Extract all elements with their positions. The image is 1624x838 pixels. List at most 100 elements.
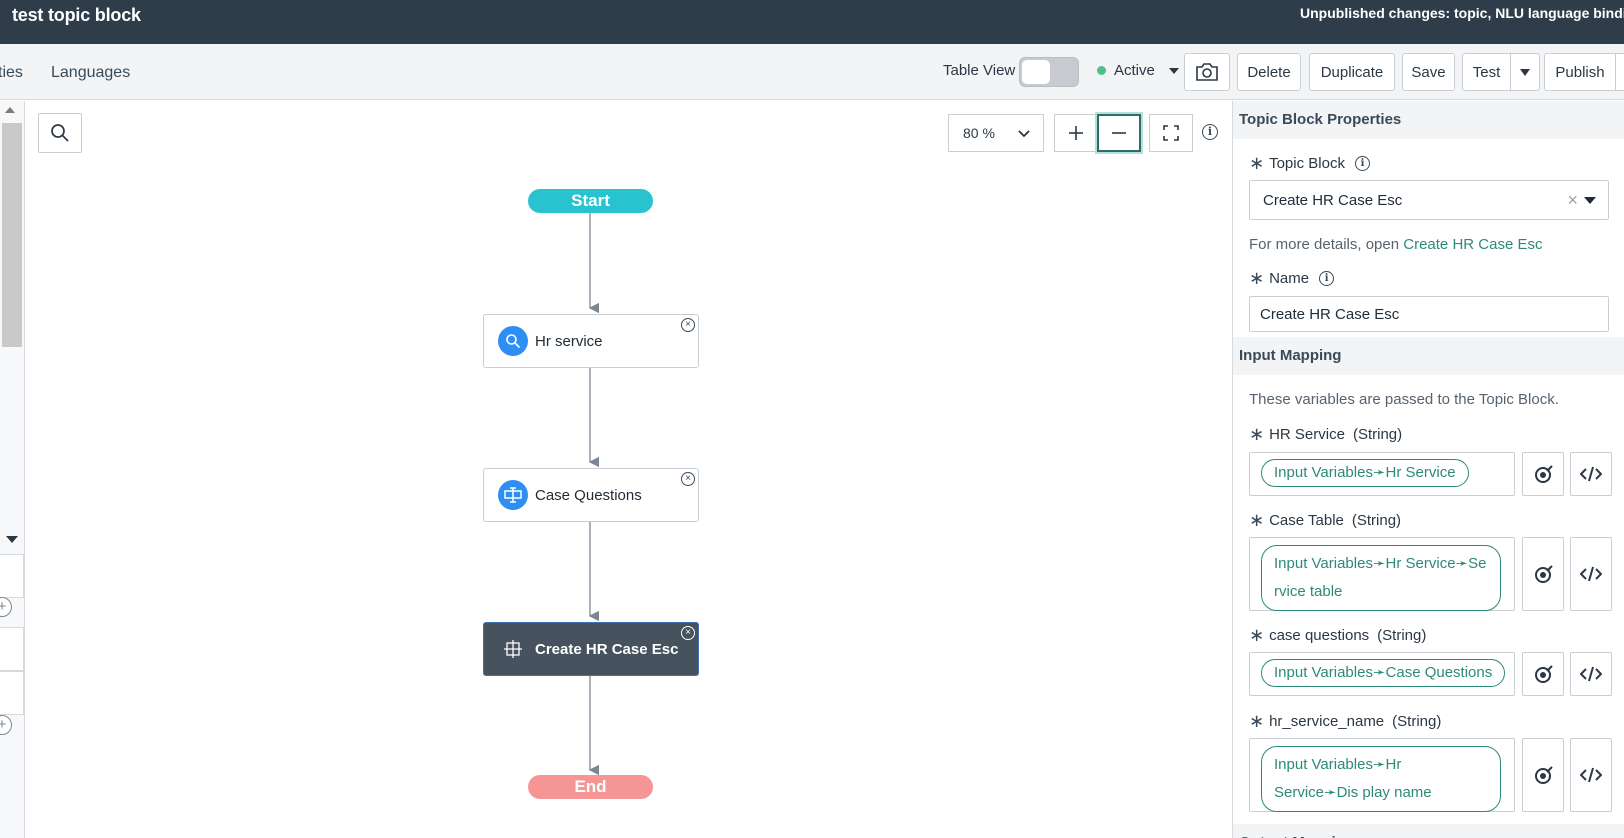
code-icon [1580,767,1602,783]
close-circle-icon[interactable]: × [681,472,695,486]
node-create-hr-case-esc[interactable]: Create HR Case Esc × [483,622,699,676]
data-binding-button[interactable] [1522,452,1564,496]
panel-title: Topic Block Properties [1233,101,1624,139]
data-binding-button[interactable] [1522,537,1564,611]
test-options-button[interactable] [1510,53,1540,91]
data-binding-icon [1535,465,1553,483]
status-dropdown[interactable]: Active [1097,62,1179,79]
caret-down-icon[interactable] [1584,197,1596,204]
script-button[interactable] [1570,652,1612,696]
code-icon [1580,666,1602,682]
table-view-toggle[interactable] [1019,57,1079,87]
tab-languages[interactable]: Languages [51,64,131,81]
page-title: test topic block [12,5,141,25]
table-icon [498,634,528,664]
duplicate-button[interactable]: Duplicate [1309,53,1395,91]
info-icon[interactable]: i [1202,124,1218,140]
topic-block-select[interactable]: Create HR Case Esc × [1249,180,1609,220]
data-binding-icon [1535,766,1553,784]
script-button[interactable] [1570,537,1612,611]
toolbar: ties Languages Table View Active Delete … [0,44,1624,100]
canvas-search-button[interactable] [38,113,82,153]
node-label: Create HR Case Esc [535,640,679,658]
data-binding-button[interactable] [1522,652,1564,696]
topic-block-value: Create HR Case Esc [1263,191,1403,209]
publish-button[interactable]: Publish [1544,53,1616,91]
table-view-label: Table View [943,62,1016,79]
search-icon [51,124,69,142]
scroll-up-icon[interactable] [5,107,15,113]
chevron-down-icon [1018,130,1030,138]
mapping-value-box[interactable]: Input Variables➛Hr Service➛Se rvice tabl… [1249,537,1515,611]
fullscreen-icon [1163,125,1179,141]
node-label: Case Questions [535,486,642,504]
mapping-value-box[interactable]: Input Variables➛Hr Service➛Dis play name [1249,738,1515,812]
name-field[interactable]: Create HR Case Esc [1249,296,1609,332]
zoom-in-button[interactable] [1054,114,1098,152]
script-button[interactable] [1570,738,1612,812]
active-dot-icon [1097,66,1106,75]
mapping-pill[interactable]: Input Variables➛Hr Service➛Se rvice tabl… [1261,545,1501,611]
fit-to-screen-button[interactable] [1149,114,1193,152]
mapping-label: ∗case questions(String) [1249,625,1427,645]
code-icon [1580,466,1602,482]
data-binding-button[interactable] [1522,738,1564,812]
mapping-label: ∗HR Service(String) [1249,424,1403,444]
mapping-label: ∗hr_service_name(String) [1249,711,1442,731]
details-text: For more details, open Create HR Case Es… [1249,236,1543,253]
form-icon [498,480,528,510]
mapping-value-box[interactable]: Input Variables➛Hr Service [1249,452,1515,496]
close-circle-icon[interactable]: × [681,626,695,640]
snapshot-button[interactable] [1184,53,1230,91]
sidebar-row [0,554,24,598]
zoom-select[interactable]: 80 % [948,114,1044,152]
node-label: Hr service [535,332,603,350]
mapping-pill[interactable]: Input Variables➛Hr Service [1261,459,1469,487]
flow-edges [588,213,600,776]
unpublished-changes-notice: Unpublished changes: topic, NLU language… [1300,5,1624,21]
sidebar-row [0,671,24,715]
close-circle-icon[interactable]: × [681,318,695,332]
plus-icon [1069,126,1083,140]
status-label: Active [1114,62,1155,79]
chevron-down-icon[interactable] [6,536,18,543]
mapping-pill[interactable]: Input Variables➛Case Questions [1261,659,1506,687]
search-icon [498,326,528,356]
publish-options-button[interactable] [1615,53,1624,91]
mapping-label: ∗Case Table(String) [1249,510,1402,530]
left-sidebar: + + [0,101,25,838]
plus-icon[interactable]: + [0,715,12,735]
sidebar-scrollbar[interactable] [2,123,22,347]
minus-icon [1112,132,1126,134]
save-button[interactable]: Save [1402,53,1455,91]
tab-properties[interactable]: ties [0,64,23,81]
app-header: test topic block Unpublished changes: to… [0,0,1624,44]
node-hr-service[interactable]: Hr service × [483,314,699,368]
camera-icon [1196,63,1218,81]
mapping-pill[interactable]: Input Variables➛Hr Service➛Dis play name [1261,746,1501,812]
toggle-knob [1022,60,1050,84]
caret-down-icon [1520,68,1530,76]
start-node[interactable]: Start [528,189,653,213]
details-link[interactable]: Create HR Case Esc [1403,236,1543,253]
code-icon [1580,566,1602,582]
node-case-questions[interactable]: Case Questions × [483,468,699,522]
zoom-out-button[interactable] [1097,114,1141,152]
test-button[interactable]: Test [1462,53,1511,91]
end-node[interactable]: End [528,775,653,799]
info-icon[interactable]: i [1354,156,1370,171]
flow-canvas[interactable]: 80 % i Start [25,101,1232,838]
input-mapping-title: Input Mapping [1233,337,1624,375]
delete-button[interactable]: Delete [1237,53,1301,91]
mapping-value-box[interactable]: Input Variables➛Case Questions [1249,652,1515,696]
data-binding-icon [1535,665,1553,683]
data-binding-icon [1535,565,1553,583]
script-button[interactable] [1570,452,1612,496]
plus-icon[interactable]: + [0,597,12,617]
clear-icon[interactable]: × [1567,190,1578,210]
info-icon[interactable]: i [1319,271,1335,286]
sidebar-row [0,627,24,671]
